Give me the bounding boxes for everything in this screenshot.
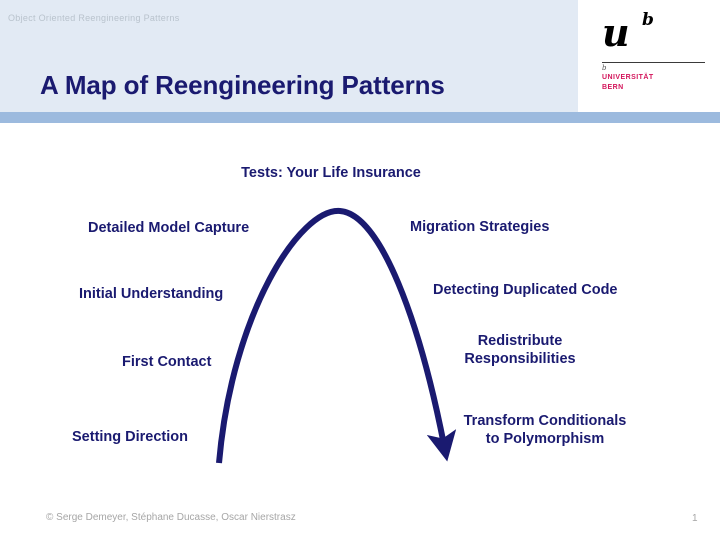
node-label-detecting-duplicated-code: Detecting Duplicated Code bbox=[433, 282, 618, 298]
node-label-initial-understanding: Initial Understanding bbox=[79, 286, 224, 302]
process-arc-path bbox=[216, 207, 457, 464]
logo-university-label: UNIVERSITÄT bbox=[602, 74, 654, 81]
header-band bbox=[0, 0, 578, 112]
logo-letter-u-icon: u bbox=[602, 10, 630, 55]
page-title: A Map of Reengineering Patterns bbox=[40, 70, 445, 101]
node-label-redistribute-responsibilities-line2: Responsibilities bbox=[464, 350, 576, 367]
logo-divider-rule bbox=[602, 62, 705, 63]
node-label-migration-strategies: Migration Strategies bbox=[410, 219, 550, 235]
arc-arrow-graphic bbox=[216, 207, 457, 464]
node-label-redistribute-responsibilities: Redistribute Responsibilities bbox=[444, 333, 596, 368]
node-label-detailed-model-capture: Detailed Model Capture bbox=[88, 220, 250, 236]
logo-bern-label: BERN bbox=[602, 84, 624, 91]
header-kicker-text: Object Oriented Reengineering Patterns bbox=[8, 13, 180, 23]
header-divider-rule bbox=[0, 112, 720, 123]
logo-tick-mark-icon: b bbox=[602, 64, 607, 72]
node-label-tests-your-life-insurance: Tests: Your Life Insurance bbox=[241, 165, 421, 181]
node-label-setting-direction: Setting Direction bbox=[72, 429, 189, 445]
logo-letter-b-icon: b bbox=[642, 10, 654, 30]
reengineering-patterns-map: Tests: Your Life Insurance Detailed Mode… bbox=[0, 123, 720, 493]
footer-page-number: 1 bbox=[692, 513, 698, 524]
node-label-transform-conditionals-to-polymorphism: Transform Conditionals to Polymorphism bbox=[452, 413, 638, 448]
node-label-transform-conditionals-line2: to Polymorphism bbox=[485, 430, 605, 447]
footer-copyright-credit: © Serge Demeyer, Stéphane Ducasse, Oscar… bbox=[46, 512, 296, 523]
node-label-transform-conditionals-line1: Transform Conditionals bbox=[463, 413, 627, 429]
node-label-first-contact: First Contact bbox=[122, 354, 212, 370]
university-bern-logo: u b b UNIVERSITÄT BERN bbox=[600, 10, 706, 94]
node-label-redistribute-responsibilities-line1: Redistribute bbox=[477, 333, 563, 349]
